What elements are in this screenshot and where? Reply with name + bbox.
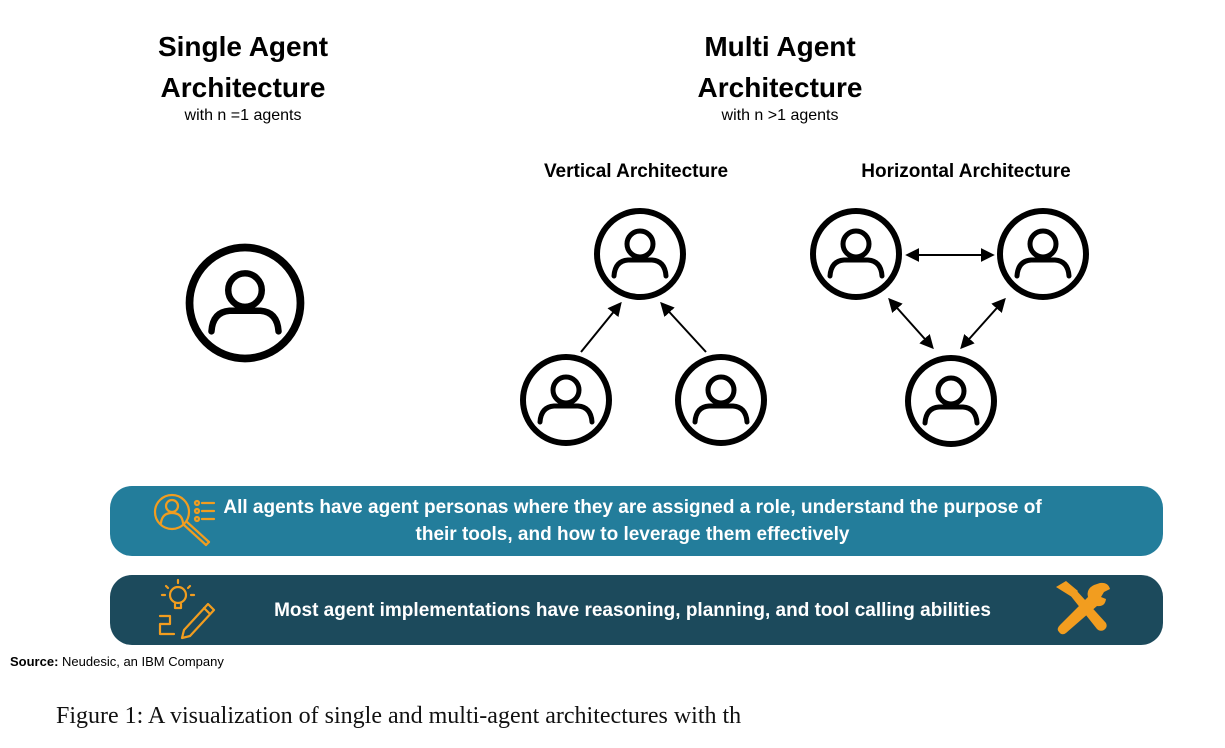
single-agent-subtitle: with n =1 agents xyxy=(184,107,302,124)
horizontal-arrow-left xyxy=(888,297,934,350)
vertical-arrow-left xyxy=(580,301,622,353)
source-label: Source: xyxy=(10,654,59,669)
horizontal-arrow-right xyxy=(960,297,1006,350)
horizontal-left-agent-icon xyxy=(813,211,899,297)
source-note: Source: Neudesic, an IBM Company xyxy=(10,654,224,669)
source-text: Neudesic, an IBM Company xyxy=(58,654,224,669)
personas-banner-text: All agents have agent personas where the… xyxy=(223,497,1042,545)
multi-agent-title: Multi Agent Architecture xyxy=(670,26,890,108)
multi-agent-subtitle: with n >1 agents xyxy=(721,107,839,124)
single-agent-icon xyxy=(190,248,301,359)
horizontal-bottom-agent-icon xyxy=(908,358,994,444)
vertical-arrow-right xyxy=(660,301,707,353)
abilities-banner: Most agent implementations have reasonin… xyxy=(110,575,1163,645)
horizontal-architecture-label: Horizontal Architecture xyxy=(861,161,1071,182)
single-agent-title: Single Agent Architecture xyxy=(143,26,343,108)
single-agent-title-line1: Single Agent xyxy=(157,31,329,62)
single-agent-title-line2: Architecture xyxy=(160,72,326,103)
hammer-wrench-icon xyxy=(1056,581,1110,635)
architecture-diagram xyxy=(0,0,1225,480)
multi-agent-title-line2: Architecture xyxy=(697,72,863,103)
multi-agent-title-line1: Multi Agent xyxy=(704,31,856,62)
vertical-bottom-left-agent-icon xyxy=(523,357,609,443)
lightbulb-pencil-icon xyxy=(158,578,216,640)
vertical-architecture-label: Vertical Architecture xyxy=(543,161,729,182)
magnifier-person-icon xyxy=(153,493,216,547)
vertical-bottom-right-agent-icon xyxy=(678,357,764,443)
figure-caption: Figure 1: A visualization of single and … xyxy=(56,703,742,729)
personas-banner: All agents have agent personas where the… xyxy=(110,486,1163,556)
horizontal-right-agent-icon xyxy=(1000,211,1086,297)
abilities-banner-text: Most agent implementations have reasonin… xyxy=(274,599,991,621)
vertical-top-agent-icon xyxy=(597,211,683,297)
